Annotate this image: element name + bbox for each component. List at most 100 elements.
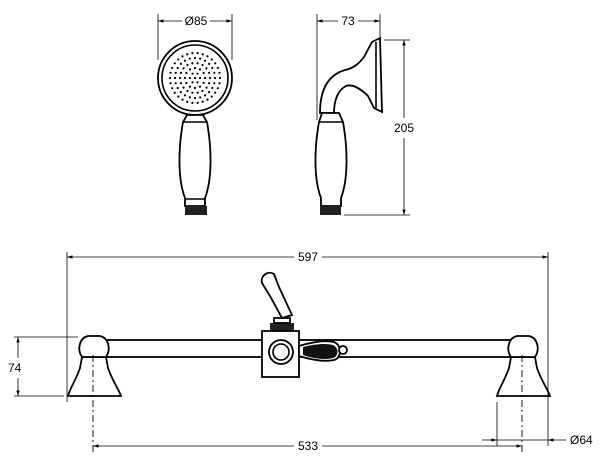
spray-hole — [216, 66, 219, 69]
spray-hole — [214, 62, 217, 65]
spray-hole — [181, 55, 184, 58]
spray-hole — [185, 71, 188, 75]
spray-hole — [213, 71, 216, 74]
spray-hole — [188, 96, 191, 99]
dimension-head-diameter: Ø85 — [157, 14, 233, 60]
spray-hole — [191, 91, 194, 94]
spray-hole — [171, 87, 174, 90]
spray-hole — [206, 98, 209, 101]
spray-hole — [196, 52, 199, 55]
spray-hole — [188, 57, 191, 60]
spray-hole — [196, 81, 199, 84]
slide-rail — [66, 271, 552, 397]
spray-hole — [182, 67, 185, 70]
spray-hole — [208, 62, 211, 65]
spray-hole — [208, 76, 212, 80]
spray-hole — [202, 81, 205, 85]
spray-hole — [177, 95, 180, 98]
spray-hole — [188, 68, 192, 71]
spray-hole — [214, 91, 217, 94]
spray-hole — [196, 91, 199, 94]
dimension-post-height: 74 — [8, 336, 78, 397]
dimension-handset-height: 205 — [344, 39, 414, 216]
spray-hole — [193, 66, 197, 70]
dimension-head-depth: 73 — [316, 14, 381, 120]
spray-hole — [183, 76, 187, 80]
spray-hole — [198, 85, 202, 88]
spray-hole — [177, 58, 180, 61]
spray-hole — [182, 86, 185, 89]
spray-hole — [173, 76, 177, 80]
spray-hole — [218, 71, 221, 74]
spray-hole — [193, 96, 197, 100]
spray-hole — [191, 72, 194, 75]
spray-hole — [191, 81, 194, 84]
spray-hole — [186, 89, 189, 93]
spray-hole — [183, 94, 187, 97]
spray-hole — [174, 71, 177, 74]
dimension-centres: 533 — [93, 439, 522, 453]
spray-hole — [173, 91, 176, 94]
spray-hole — [186, 53, 189, 56]
centre-lines — [92, 355, 523, 455]
spray-hole — [211, 86, 214, 90]
spray-hole — [198, 68, 202, 71]
spray-hole — [169, 71, 172, 74]
spray-hole — [186, 63, 189, 67]
spray-hole — [179, 71, 183, 74]
spray-hole — [171, 66, 174, 69]
handset-side-view — [314, 36, 383, 215]
dimension-overall-width: 597 — [66, 250, 549, 402]
dim-label: 205 — [394, 121, 414, 135]
spray-hole — [203, 94, 207, 97]
spray-hole — [198, 76, 202, 80]
spray-hole — [173, 62, 176, 65]
spray-hole — [193, 56, 197, 60]
spray-hole — [168, 76, 172, 80]
dim-label: 597 — [298, 250, 318, 264]
spray-hole — [199, 57, 202, 60]
spray-hole — [205, 67, 208, 70]
spray-hole — [169, 82, 172, 85]
spray-hole — [186, 100, 189, 103]
spray-hole — [191, 62, 194, 65]
spray-hole — [176, 86, 179, 90]
spray-hole — [196, 101, 199, 104]
handset-front-view — [157, 40, 233, 215]
spray-hole — [191, 101, 194, 104]
dim-label: Ø85 — [185, 14, 208, 28]
spray-hole — [210, 95, 213, 98]
spray-hole — [210, 58, 213, 61]
spray-hole — [188, 76, 192, 80]
spray-hole — [218, 76, 222, 80]
spray-hole — [199, 96, 202, 99]
spray-hole — [201, 63, 204, 67]
spray-hole — [196, 62, 199, 65]
spray-hole — [203, 59, 207, 62]
spray-hole — [174, 82, 177, 85]
spray-hole — [196, 72, 199, 75]
spray-hole — [216, 87, 219, 90]
dim-label: 74 — [8, 361, 22, 375]
spray-hole — [201, 100, 204, 103]
spray-hole — [211, 66, 214, 70]
dimension-base-diameter: Ø64 — [482, 402, 593, 447]
spray-hole — [213, 82, 216, 85]
dim-label: 533 — [298, 439, 318, 453]
spray-hole — [208, 91, 211, 94]
spray-hole — [201, 89, 204, 93]
spray-hole — [179, 91, 182, 94]
dim-label: 73 — [341, 14, 355, 28]
spray-hole — [201, 53, 204, 56]
spray-hole — [178, 76, 182, 80]
spray-hole — [213, 76, 217, 80]
spray-hole — [207, 71, 211, 74]
spray-hole — [202, 71, 205, 75]
spray-hole — [205, 86, 208, 89]
spray-hole — [203, 76, 207, 80]
spray-hole — [218, 82, 221, 85]
spray-hole — [193, 86, 197, 90]
spray-hole — [191, 52, 194, 55]
spray-hole — [185, 81, 188, 85]
